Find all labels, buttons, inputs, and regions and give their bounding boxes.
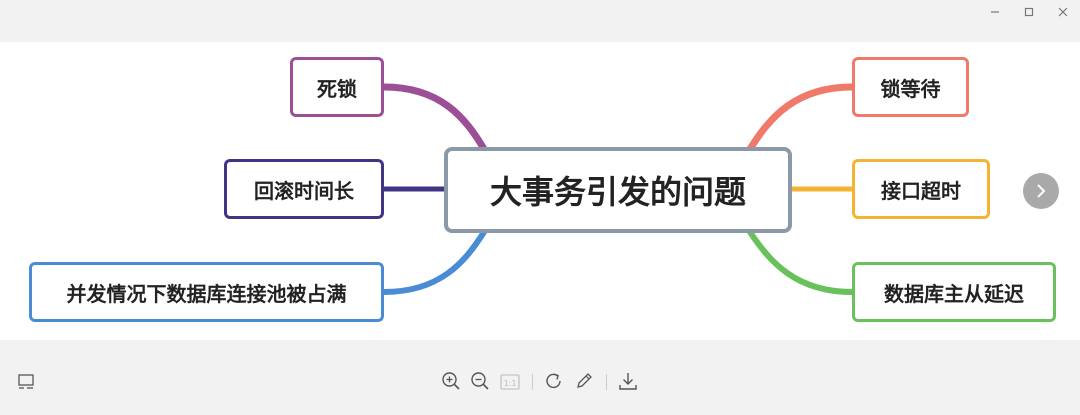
bottom-toolbar xyxy=(0,340,1080,415)
minimize-icon xyxy=(991,11,999,13)
rotate-icon xyxy=(546,373,561,389)
toolbar-divider xyxy=(532,374,533,390)
image-canvas: 大事务引发的问题 死锁 回滚时间长 并发情况下数据库连接池被占满 锁等待 接口超… xyxy=(0,42,1080,340)
topic-node: 数据库主从延迟 xyxy=(852,262,1056,322)
zoom-out-button[interactable] xyxy=(469,370,491,392)
title-bar xyxy=(0,0,1080,42)
svg-text:1:1: 1:1 xyxy=(504,379,517,388)
edit-button[interactable] xyxy=(573,370,595,392)
toolbar-divider xyxy=(606,374,607,390)
pencil-icon xyxy=(577,373,592,388)
close-button[interactable] xyxy=(1049,4,1077,22)
thumbnail-toggle-button[interactable] xyxy=(15,371,37,393)
thumbnail-icon xyxy=(18,374,34,389)
actual-size-icon: 1:1 xyxy=(500,374,520,390)
branch-line xyxy=(380,83,488,153)
minimize-button[interactable] xyxy=(981,4,1009,22)
topic-node: 接口超时 xyxy=(852,159,990,219)
rotate-button[interactable] xyxy=(543,370,565,392)
zoom-in-icon xyxy=(442,372,460,390)
topic-node: 并发情况下数据库连接池被占满 xyxy=(29,262,384,322)
zoom-out-icon xyxy=(471,372,489,390)
next-image-button[interactable] xyxy=(1023,173,1059,209)
topic-node: 锁等待 xyxy=(852,57,969,117)
maximize-button[interactable] xyxy=(1015,4,1043,22)
branch-line xyxy=(747,229,855,295)
topic-node: 回滚时间长 xyxy=(224,159,384,219)
download-icon xyxy=(619,373,637,390)
topic-node: 死锁 xyxy=(290,57,384,117)
chevron-right-icon xyxy=(1037,184,1046,198)
close-icon xyxy=(1058,7,1068,17)
zoom-in-button[interactable] xyxy=(440,370,462,392)
central-topic: 大事务引发的问题 xyxy=(444,147,792,233)
maximize-icon xyxy=(1024,7,1034,17)
mindmap-branches xyxy=(380,83,856,295)
branch-line xyxy=(746,83,856,153)
download-button[interactable] xyxy=(617,370,639,392)
branch-line xyxy=(381,229,487,295)
actual-size-button[interactable]: 1:1 xyxy=(499,371,521,393)
